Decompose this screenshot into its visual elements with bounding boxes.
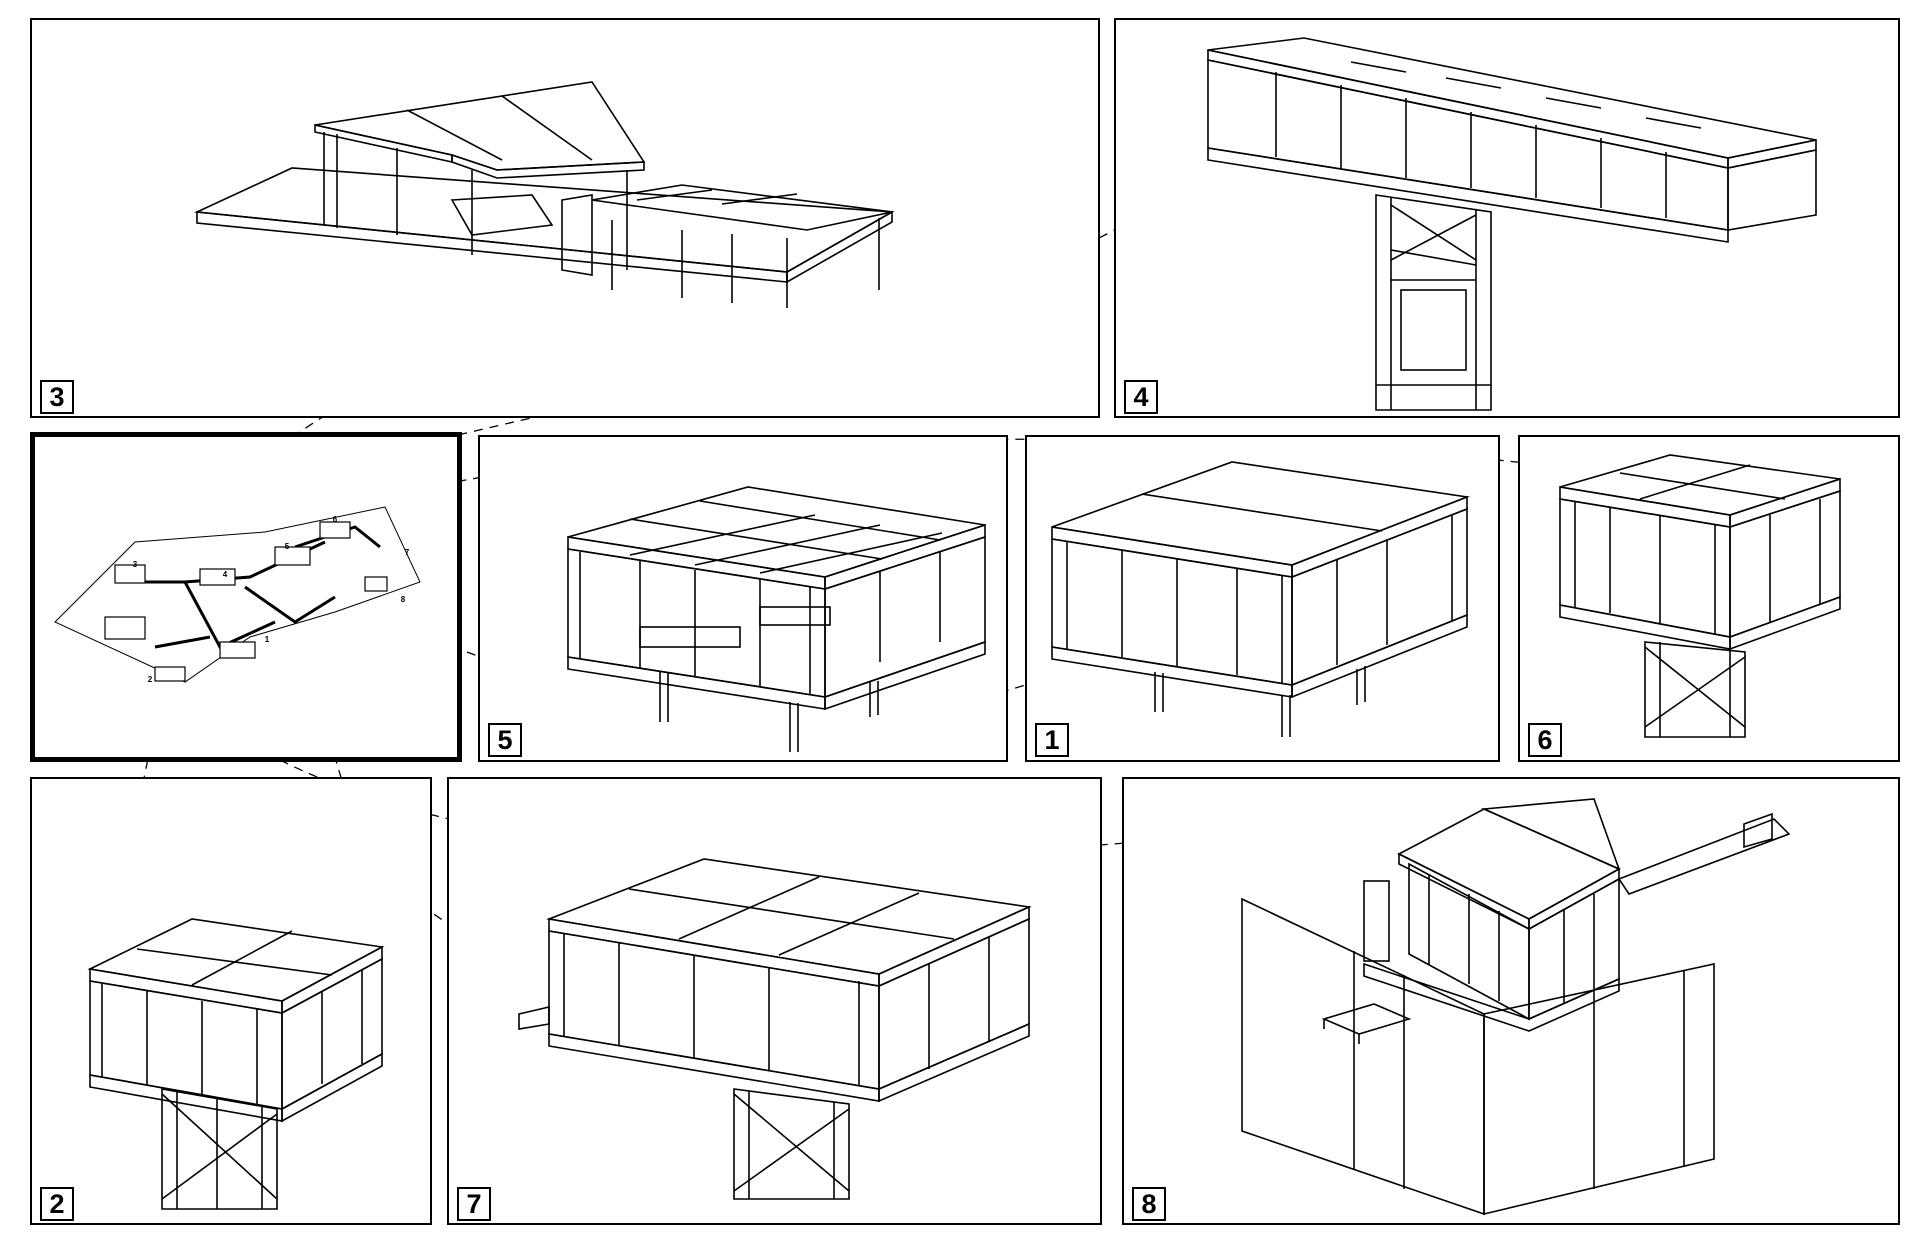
panel-7: 7 (447, 777, 1102, 1225)
isometric-module-7 (518, 858, 1032, 1200)
panel-5: 5 (478, 435, 1008, 762)
site-marker-5: 5 (285, 542, 290, 551)
panel-number-1: 1 (1035, 723, 1069, 757)
panel-number-2: 2 (40, 1187, 74, 1221)
panel-1: 1 (1025, 435, 1500, 762)
panel-2: 2 (30, 777, 432, 1225)
site-marker-4: 4 (223, 570, 228, 579)
isometric-bridge-4 (1207, 37, 1817, 411)
site-marker-8: 8 (401, 595, 406, 604)
site-marker-1: 1 (265, 635, 270, 644)
isometric-module-6 (1559, 454, 1841, 738)
site-plan-key: 1 2 3 4 5 6 7 8 (30, 432, 462, 762)
panel-3: 3 (30, 18, 1100, 418)
panel-4: 4 (1114, 18, 1900, 418)
isometric-cliff-house-8 (1241, 798, 1791, 1216)
panel-6: 6 (1518, 435, 1900, 762)
isometric-module-1 (1051, 461, 1471, 737)
site-marker-7: 7 (405, 548, 410, 557)
panel-number-5: 5 (488, 723, 522, 757)
isometric-module-5 (567, 486, 986, 752)
site-marker-6: 6 (333, 515, 338, 524)
isometric-module-2 (87, 918, 385, 1210)
site-marker-2: 2 (148, 675, 153, 684)
panel-8: 8 (1122, 777, 1900, 1225)
site-marker-3: 3 (133, 560, 138, 569)
panel-number-8: 8 (1132, 1187, 1166, 1221)
isometric-house-3 (194, 81, 895, 308)
site-plan-drawing: 1 2 3 4 5 6 7 8 (54, 506, 421, 684)
panel-number-7: 7 (457, 1187, 491, 1221)
panel-number-6: 6 (1528, 723, 1562, 757)
panel-number-3: 3 (40, 380, 74, 414)
panel-number-4: 4 (1124, 380, 1158, 414)
